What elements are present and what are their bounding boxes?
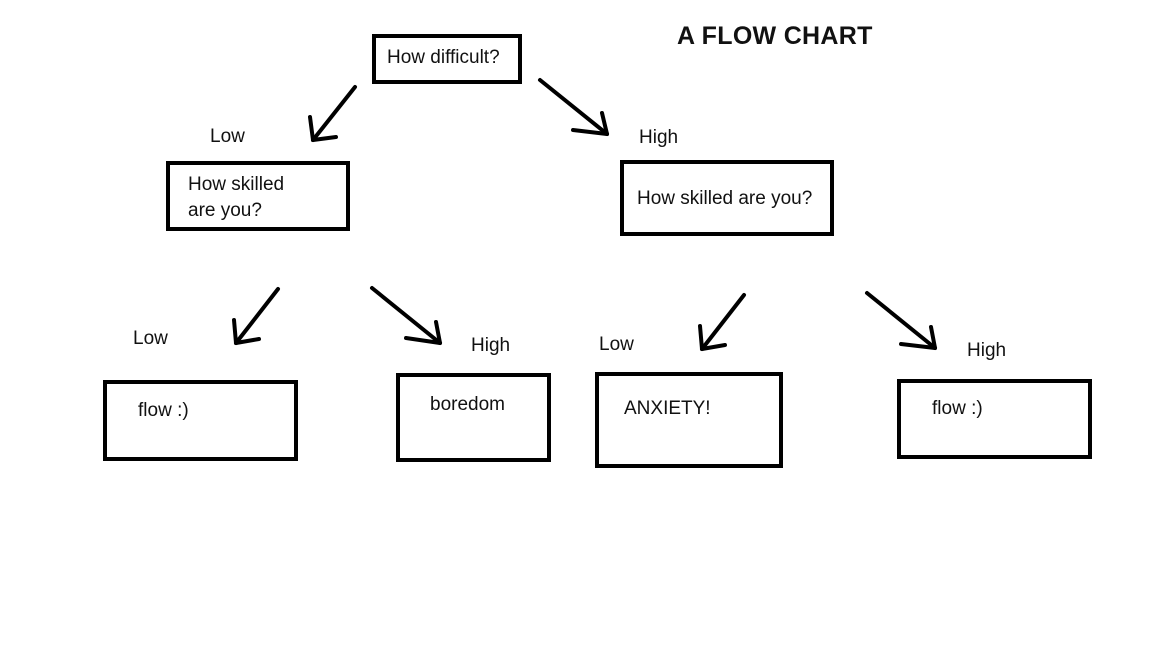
diagram-title: A FLOW CHART (677, 22, 873, 50)
edge-label-root-low: Low (210, 126, 245, 147)
leaf-boredom (396, 373, 551, 462)
node-skill-right (620, 160, 834, 236)
edge-label-left-high: High (471, 335, 511, 356)
arrow-right-to-leaf4 (865, 291, 937, 350)
leaf-flow-left-label: flow :) (138, 400, 189, 421)
node-how-difficult-label: How difficult? (387, 47, 500, 68)
leaf-flow-right-label: flow :) (932, 398, 983, 419)
arrow-left-to-leaf1 (232, 287, 280, 345)
node-skill-left (166, 161, 350, 231)
arrow-root-to-right (538, 78, 609, 136)
edge-label-right-high: High (967, 340, 1007, 361)
node-how-difficult (372, 34, 522, 84)
node-skill-right-label: How skilled are you? (637, 188, 813, 209)
node-skill-left-line2: are you? (188, 200, 262, 221)
leaf-anxiety (595, 372, 783, 468)
edge-label-left-low: Low (133, 328, 168, 349)
leaf-boredom-label: boredom (430, 394, 505, 415)
leaf-anxiety-label: ANXIETY! (624, 398, 711, 419)
leaf-flow-right (897, 379, 1092, 459)
arrow-root-to-left (308, 85, 357, 142)
arrow-left-to-leaf2 (370, 286, 442, 345)
edge-label-right-low: Low (599, 334, 634, 355)
arrow-right-to-leaf3 (698, 293, 746, 351)
edge-label-root-high: High (639, 127, 679, 148)
leaf-flow-left (103, 380, 298, 461)
node-skill-left-line1: How skilled (188, 174, 285, 195)
